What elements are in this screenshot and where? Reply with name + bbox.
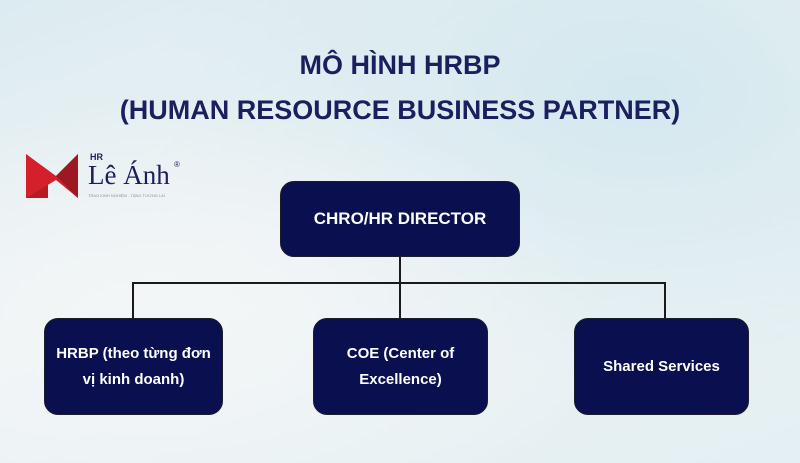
node-coe-label: COE (Center of Excellence) — [346, 344, 455, 388]
connector-right — [664, 282, 666, 319]
node-coe: COE (Center of Excellence) — [313, 318, 488, 415]
root-label: CHRO/HR DIRECTOR — [313, 209, 487, 228]
title-line-1: MÔ HÌNH HRBP — [299, 50, 501, 80]
connector-root — [399, 257, 401, 319]
connector-horizontal — [132, 282, 666, 284]
logo-prefix: HR — [90, 152, 103, 162]
node-shared-services: Shared Services — [574, 318, 749, 415]
logo-tagline: TRAO KINH NGHIỆM - TẶNG TƯƠNG LAI — [88, 193, 165, 198]
title-line-2: (HUMAN RESOURCE BUSINESS PARTNER) — [119, 95, 681, 125]
logo-registered: ® — [174, 160, 180, 169]
logo: HR Lê Ánh ® TRAO KINH NGHIỆM - TẶNG TƯƠN… — [26, 150, 186, 207]
connector-left — [132, 282, 134, 319]
root-node: CHRO/HR DIRECTOR — [280, 181, 520, 257]
node-shared-services-label: Shared Services — [603, 357, 720, 375]
logo-name: Lê Ánh — [88, 160, 170, 190]
node-hrbp: HRBP (theo từng đơn vị kinh doanh) — [44, 318, 223, 415]
node-hrbp-label: HRBP (theo từng đơn vị kinh doanh) — [56, 344, 211, 388]
logo-mark-icon — [26, 154, 78, 198]
